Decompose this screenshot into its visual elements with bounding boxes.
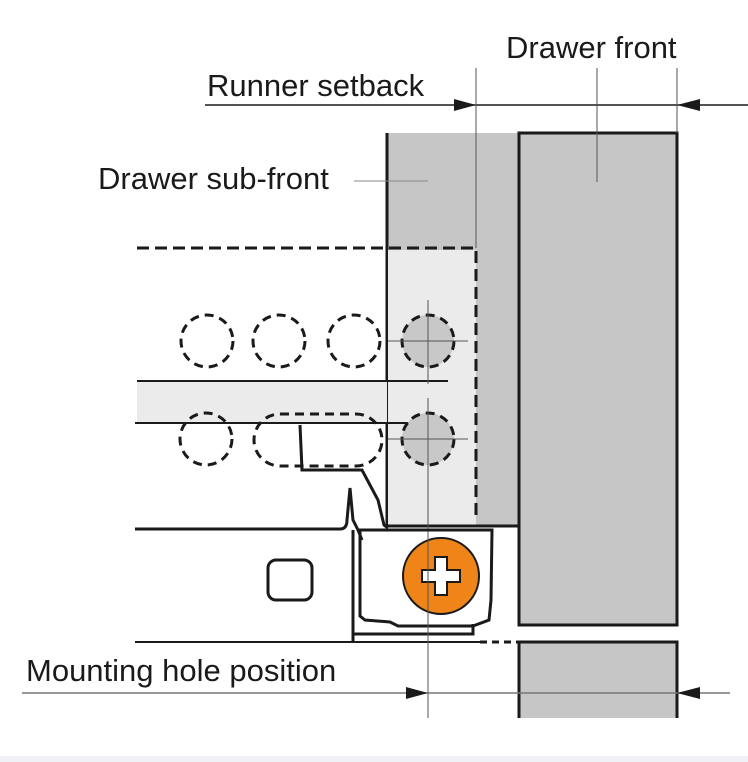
drawer-front-panel	[517, 131, 679, 718]
hole-dashed	[326, 313, 382, 369]
runner-slot	[266, 558, 314, 602]
runner-body	[135, 424, 494, 643]
hole-pattern-lower	[178, 411, 384, 468]
label-mounting-hole-position: Mounting hole position	[26, 653, 336, 688]
hole-dashed	[251, 313, 307, 369]
slot-dashed	[252, 412, 384, 468]
runner-rail-band	[137, 381, 387, 423]
mounting-hole-dimension	[22, 687, 730, 699]
hole-pattern-upper	[179, 313, 382, 369]
label-drawer-front: Drawer front	[506, 30, 677, 65]
bottom-strip	[0, 756, 748, 762]
hole-dashed	[178, 411, 234, 467]
hidden-bracket-outline	[137, 246, 478, 520]
label-runner-setback: Runner setback	[207, 68, 425, 103]
mounting-screw	[402, 536, 480, 718]
runner-setback-dimension	[205, 68, 748, 248]
hole-dashed	[179, 313, 235, 369]
label-drawer-sub-front: Drawer sub-front	[98, 161, 329, 196]
phillips-cross-icon	[421, 556, 461, 596]
mounting-holes-active	[388, 300, 468, 718]
